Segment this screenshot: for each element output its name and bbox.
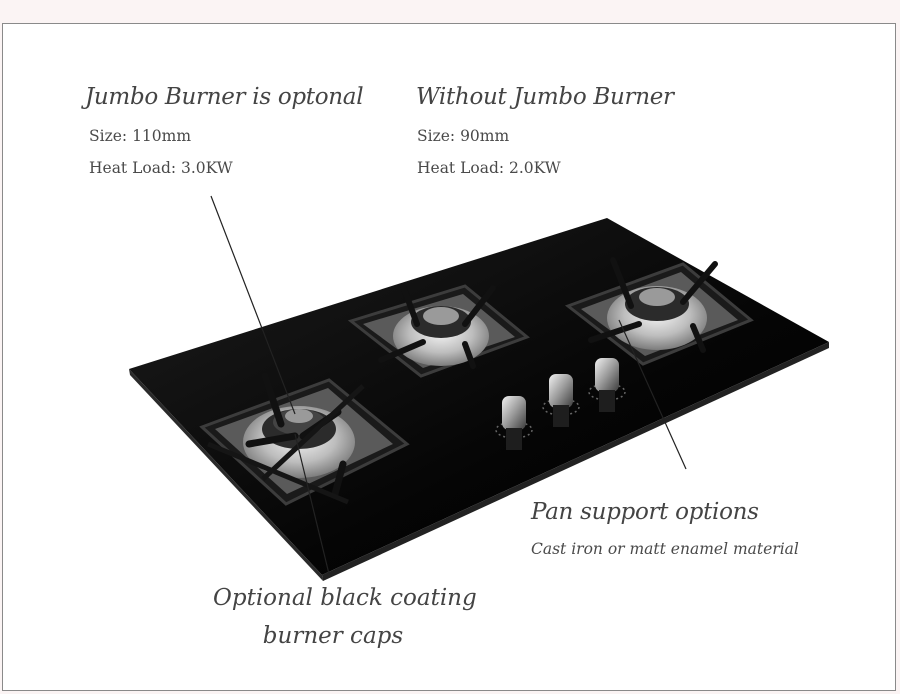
annotation-leader-lines [210,195,687,575]
burner-left [199,372,410,506]
burner-middle [347,283,530,378]
pan-support-subtitle: Cast iron or matt enamel material [531,540,799,558]
without-jumbo-burner-size: Size: 90mm [417,127,510,145]
without-jumbo-burner-title: Without Jumbo Burner [416,84,674,110]
glass-hob-top [129,218,829,581]
control-knobs [495,358,626,450]
leader-line-caps [294,433,330,575]
without-jumbo-burner-heat-load: Heat Load: 2.0KW [417,159,561,177]
knob-2 [542,374,580,427]
jumbo-burner-size: Size: 110mm [89,127,192,145]
leader-line-jumbo [210,195,296,415]
product-image-frame: Jumbo Burner is optonal Size: 110mm Heat… [2,23,896,691]
knob-3 [588,358,626,412]
hob-illustration [129,195,829,581]
jumbo-burner-heat-load: Heat Load: 3.0KW [89,159,233,177]
burner-right [564,257,754,366]
jumbo-burner-title: Jumbo Burner is optonal [85,84,364,110]
burner-caps-line-2: burner caps [262,623,404,649]
burner-caps-caption: Optional black coating burner caps [213,579,477,655]
leader-line-pan [618,319,687,470]
knob-1 [495,396,533,450]
burner-caps-line-1: Optional black coating [213,585,477,611]
pan-support-title: Pan support options [531,499,759,525]
